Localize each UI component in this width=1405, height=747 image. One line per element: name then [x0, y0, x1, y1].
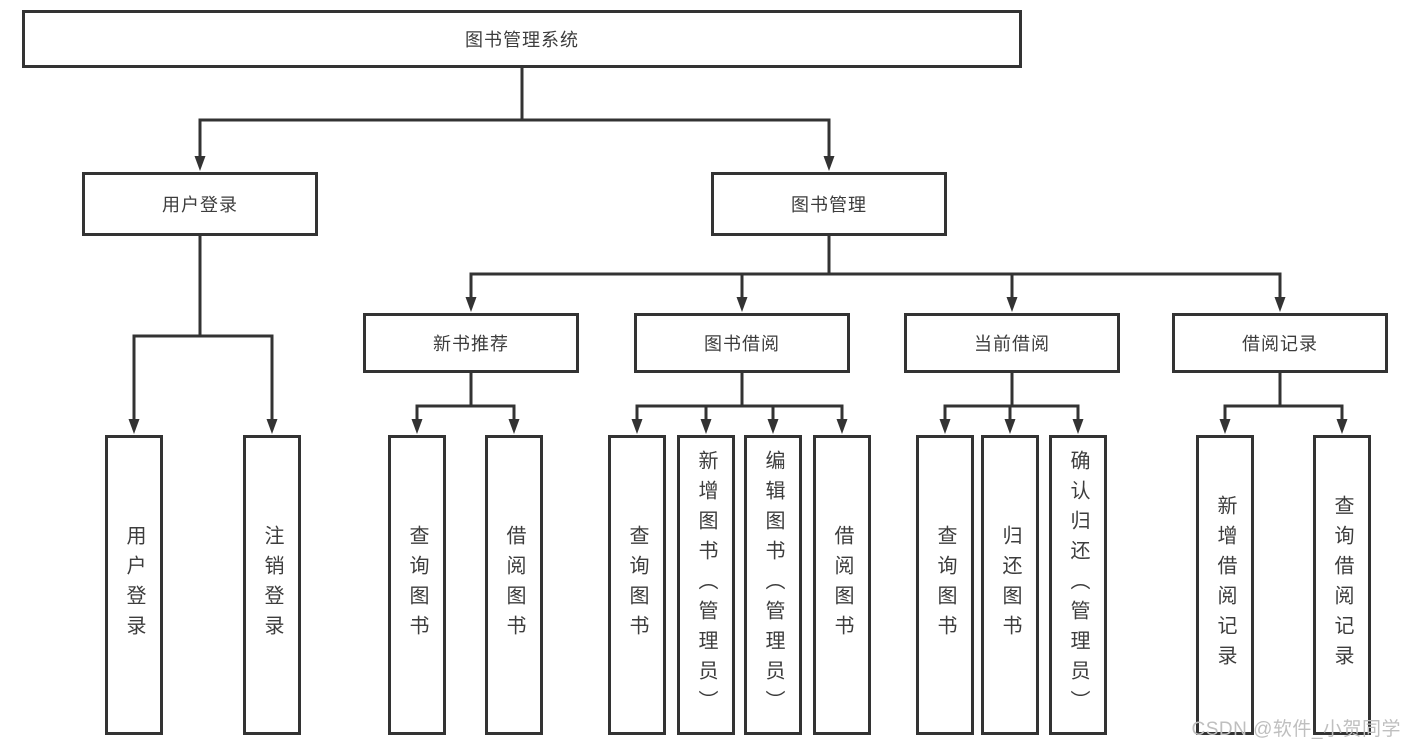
node-root-system: 图书管理系统: [22, 10, 1022, 68]
leaf-return-books-label: 归还图书: [999, 525, 1021, 645]
leaf-confirm-return-admin: 确认归还（管理员）: [1049, 435, 1107, 735]
leaf-user-login: 用户登录: [105, 435, 163, 735]
leaf-logout-label: 注销登录: [261, 525, 283, 645]
leaf-query-books-1: 查询图书: [388, 435, 446, 735]
leaf-query-books-2-label: 查询图书: [626, 525, 648, 645]
leaf-user-login-label: 用户登录: [123, 525, 145, 645]
leaf-confirm-return-admin-label: 确认归还（管理员）: [1067, 450, 1089, 720]
node-new-book-recommend-label: 新书推荐: [433, 334, 509, 354]
leaf-query-borrow-record: 查询借阅记录: [1313, 435, 1371, 735]
node-current-borrowing: 当前借阅: [904, 313, 1120, 373]
leaf-query-books-3: 查询图书: [916, 435, 974, 735]
node-borrowing-records-label: 借阅记录: [1242, 334, 1318, 354]
node-user-login-label: 用户登录: [162, 195, 238, 215]
arrowheads: [128, 156, 1348, 434]
node-current-borrowing-label: 当前借阅: [974, 334, 1050, 354]
leaf-borrow-books-2: 借阅图书: [813, 435, 871, 735]
leaf-edit-books-admin: 编辑图书（管理员）: [744, 435, 802, 735]
leaf-add-borrow-record-label: 新增借阅记录: [1214, 495, 1236, 675]
leaf-return-books: 归还图书: [981, 435, 1039, 735]
leaf-logout: 注销登录: [243, 435, 301, 735]
leaf-query-books-2: 查询图书: [608, 435, 666, 735]
node-root-label: 图书管理系统: [465, 30, 579, 50]
node-book-borrowing: 图书借阅: [634, 313, 850, 373]
leaf-add-books-admin-label: 新增图书（管理员）: [695, 450, 717, 720]
leaf-borrow-books-1: 借阅图书: [485, 435, 543, 735]
csdn-watermark: CSDN @软件_小贺同学: [1191, 719, 1401, 740]
leaf-add-borrow-record: 新增借阅记录: [1196, 435, 1254, 735]
leaf-edit-books-admin-label: 编辑图书（管理员）: [762, 450, 784, 720]
leaf-query-books-1-label: 查询图书: [406, 525, 428, 645]
node-borrowing-records: 借阅记录: [1172, 313, 1388, 373]
leaf-add-books-admin: 新增图书（管理员）: [677, 435, 735, 735]
node-user-login: 用户登录: [82, 172, 318, 236]
leaf-query-books-3-label: 查询图书: [934, 525, 956, 645]
leaf-query-borrow-record-label: 查询借阅记录: [1331, 495, 1353, 675]
node-new-book-recommend: 新书推荐: [363, 313, 579, 373]
node-book-management: 图书管理: [711, 172, 947, 236]
node-book-management-label: 图书管理: [791, 195, 867, 215]
node-book-borrowing-label: 图书借阅: [704, 334, 780, 354]
leaf-borrow-books-1-label: 借阅图书: [503, 525, 525, 645]
leaf-borrow-books-2-label: 借阅图书: [831, 525, 853, 645]
